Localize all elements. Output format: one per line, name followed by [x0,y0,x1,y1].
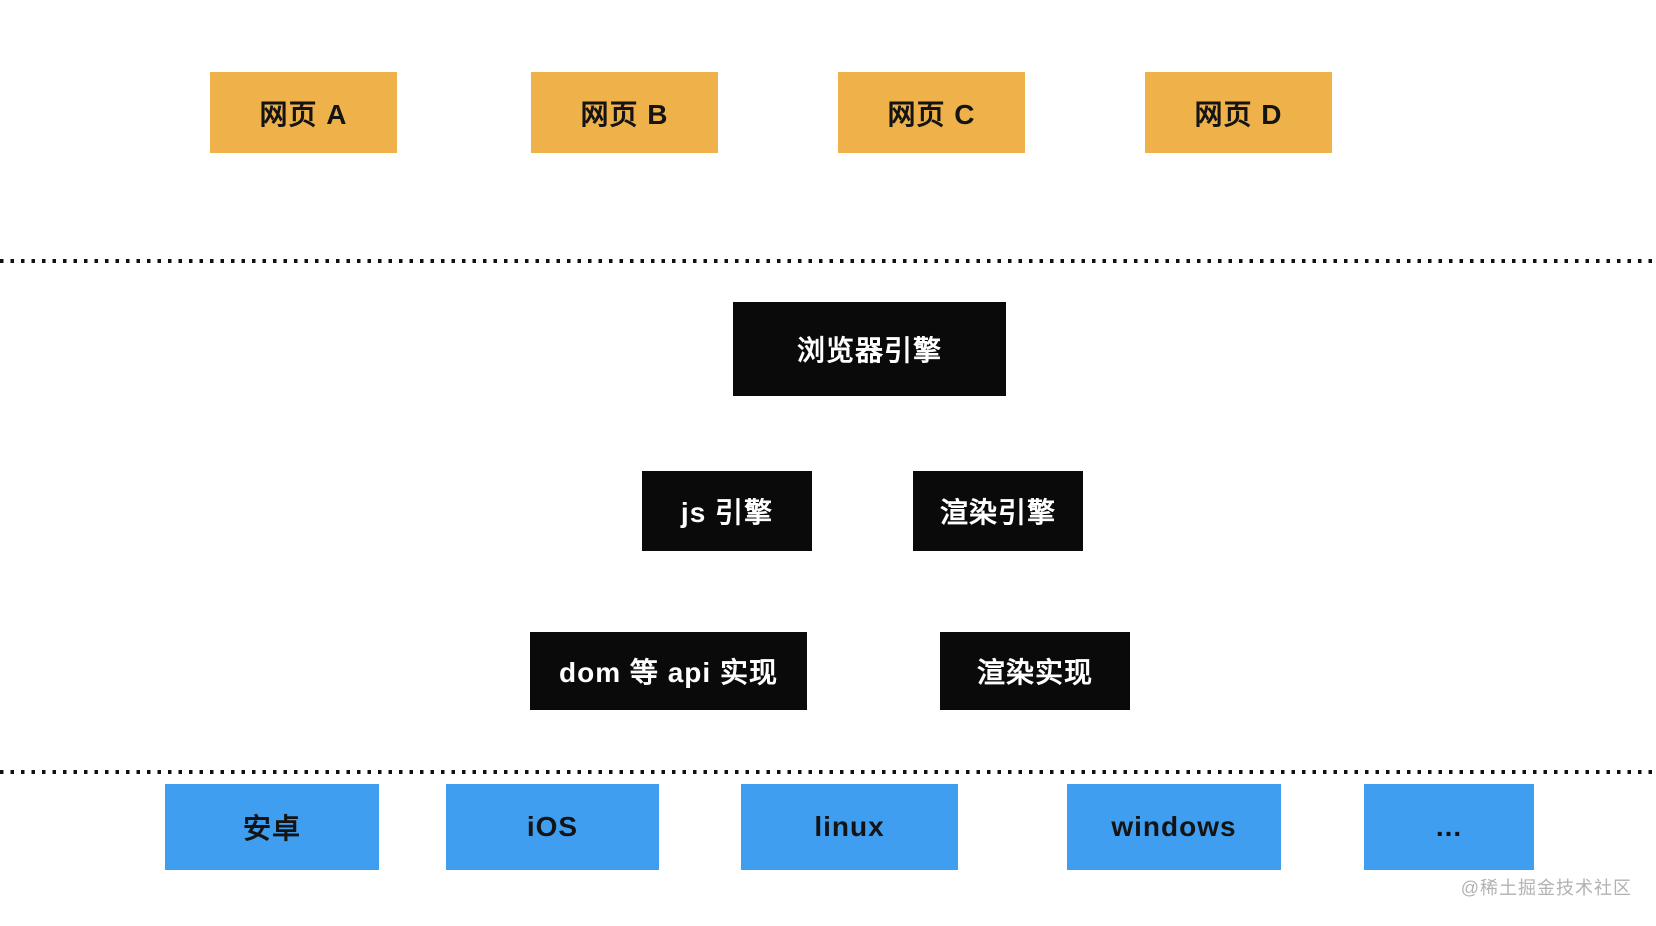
webpage-d-box: 网页 D [1145,72,1332,153]
separator-bottom-dotted-line [0,770,1656,774]
webpage-c-box: 网页 C [838,72,1025,153]
js-engine-box: js 引擎 [642,471,812,551]
platform-ios-box: iOS [446,784,659,870]
platform-linux-box: linux [741,784,958,870]
webpage-a-box: 网页 A [210,72,397,153]
dom-api-implementation-box: dom 等 api 实现 [530,632,807,710]
webpage-b-box: 网页 B [531,72,718,153]
separator-top-dotted-line [0,259,1656,263]
platform-windows-box: windows [1067,784,1281,870]
watermark-text: @稀土掘金技术社区 [1460,878,1632,898]
browser-engine-box: 浏览器引擎 [733,302,1006,396]
render-implementation-box: 渲染实现 [940,632,1130,710]
platform-more-box: ... [1364,784,1534,870]
render-engine-box: 渲染引擎 [913,471,1083,551]
platform-android-box: 安卓 [165,784,379,870]
